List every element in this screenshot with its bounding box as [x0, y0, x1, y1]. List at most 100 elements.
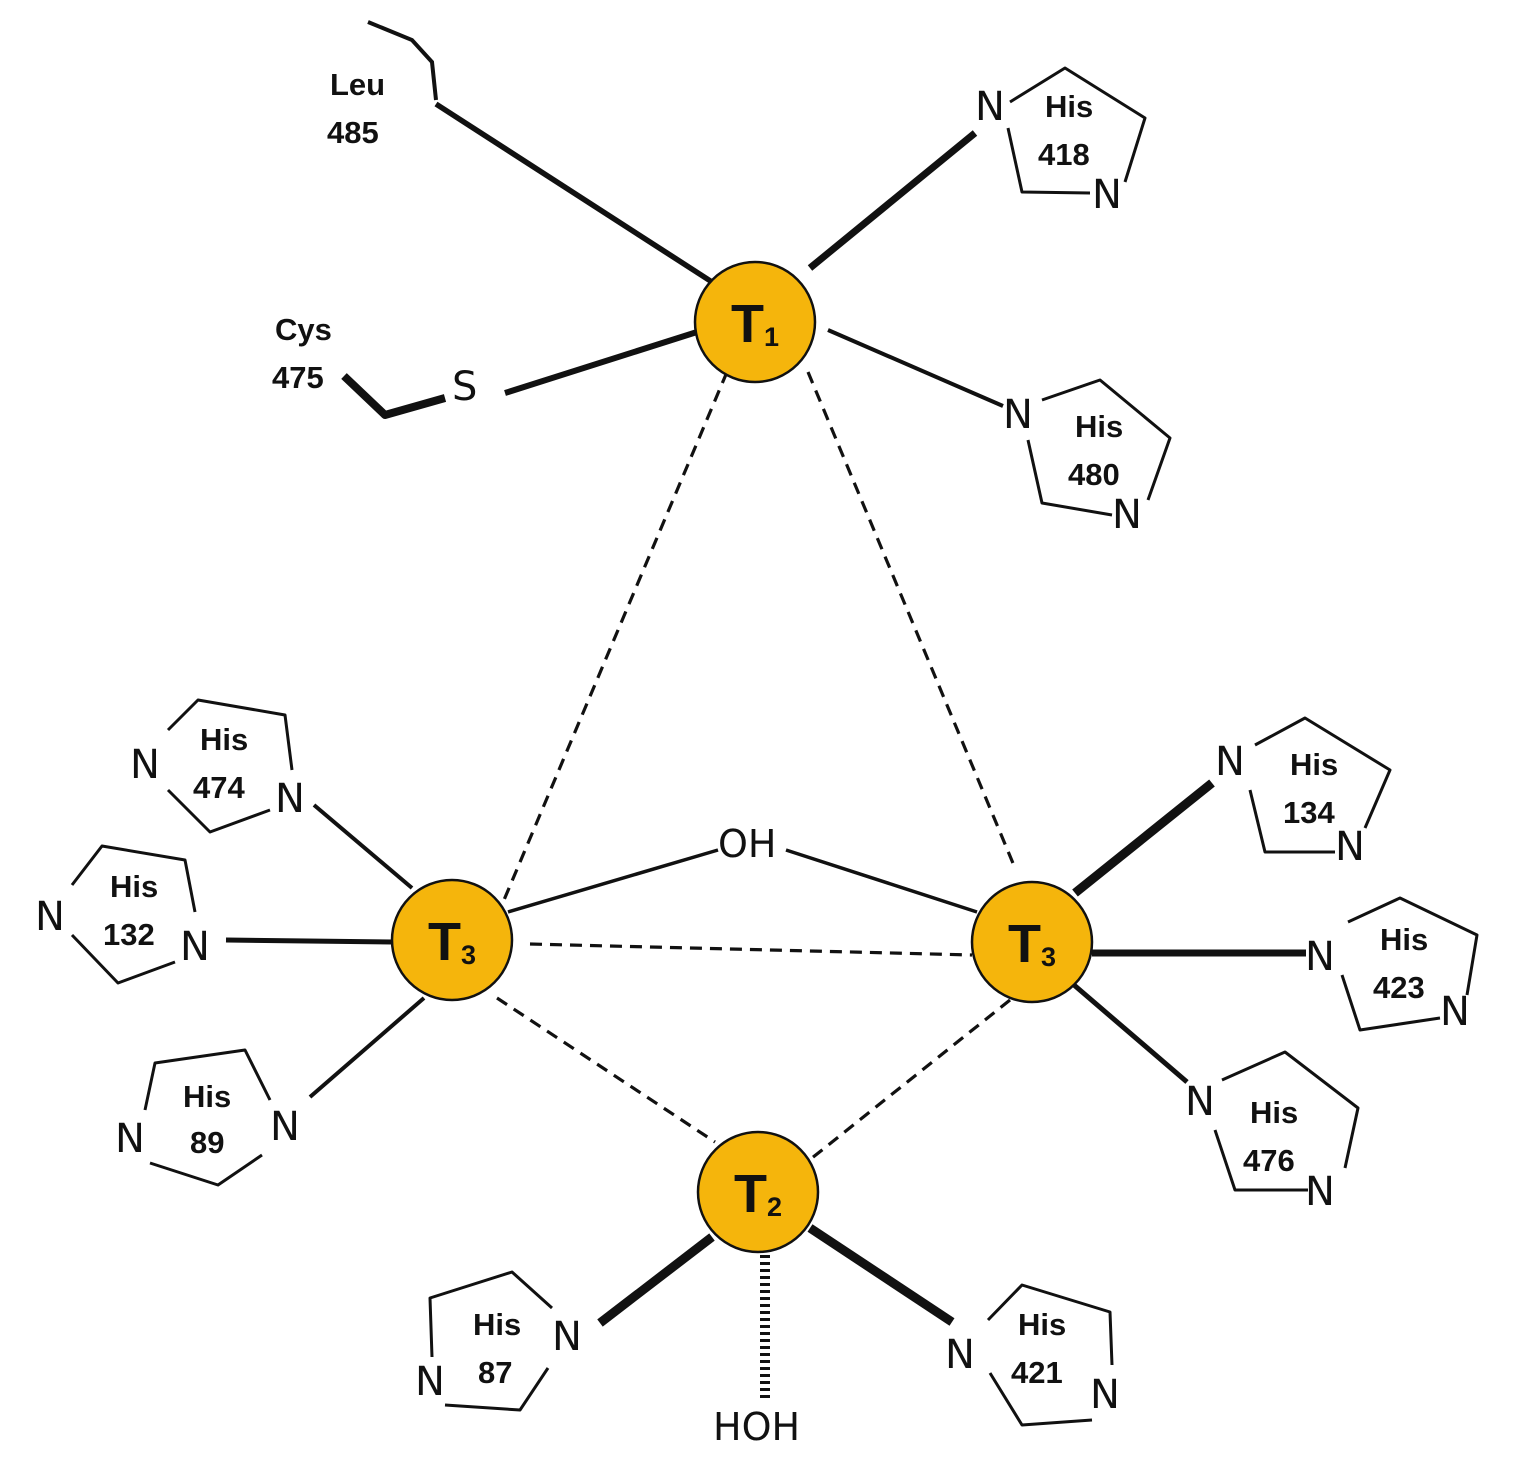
bond-t1-his480 — [827, 328, 1004, 408]
his476-ring-lower — [1213, 1129, 1308, 1192]
his480-n-ligand: N — [1003, 392, 1033, 438]
cys475-name: Cys — [275, 312, 332, 347]
ring-nitrogen-atoms: N N N N N N N N N N N N N N N N N N N N … — [35, 84, 1470, 1418]
his480-ring — [1041, 378, 1172, 501]
his480-number: 480 — [1068, 457, 1120, 492]
his474-n-distal: N — [130, 742, 160, 788]
his423-ring — [1347, 896, 1479, 996]
his132-ring-lower — [70, 933, 176, 985]
his418-ring-lower — [1006, 127, 1091, 195]
dash-t1-t3right — [806, 371, 1017, 869]
his132-n-distal: N — [35, 894, 65, 940]
his132-name: His — [110, 869, 158, 904]
his476-n-distal: N — [1305, 1169, 1335, 1215]
his89-ring-lower — [149, 1153, 263, 1187]
his476-n-ligand: N — [1185, 1079, 1215, 1125]
his134-n-ligand: N — [1215, 739, 1245, 785]
his134-n-distal: N — [1335, 824, 1365, 870]
his87-n-distal: N — [415, 1359, 445, 1405]
copper-t2-label: T2 — [734, 1164, 782, 1224]
copper-t3-left-circle — [390, 878, 514, 1002]
copper-interactions — [496, 371, 1017, 1160]
bond-t3left-his132 — [225, 937, 393, 945]
copper-t2-circle — [696, 1130, 820, 1254]
his476-ring — [1221, 1050, 1360, 1169]
his89-n-distal: N — [115, 1116, 145, 1162]
his89-name: His — [183, 1079, 231, 1114]
bond-t1-cys475 — [504, 329, 698, 396]
his423-number: 423 — [1373, 970, 1425, 1005]
his421-number: 421 — [1011, 1355, 1063, 1390]
dash-t1-t3left — [502, 371, 729, 901]
cys475-number: 475 — [272, 360, 324, 395]
copper-t1: T1 — [693, 260, 817, 384]
his476-number: 476 — [1243, 1143, 1295, 1178]
his423-name: His — [1380, 922, 1428, 957]
his474-n-ligand: N — [275, 776, 305, 822]
dash-t3left-t3right — [529, 942, 973, 957]
dash-t3left-t2 — [496, 996, 716, 1144]
his87-n-ligand: N — [552, 1314, 582, 1360]
his423-ring-lower — [1340, 974, 1441, 1032]
leu485-name: Leu — [330, 67, 385, 102]
his421-ring-lower — [988, 1372, 1093, 1427]
his474-ring — [166, 698, 294, 771]
his421-ring — [986, 1283, 1114, 1366]
bond-t1-leu485 — [434, 101, 714, 285]
his134-number: 134 — [1283, 795, 1335, 830]
his421-n-ligand: N — [945, 1332, 975, 1378]
bond-t1-his418 — [807, 130, 978, 271]
bond-t3right-his476 — [1072, 983, 1189, 1084]
his480-n-distal: N — [1112, 492, 1142, 538]
his132-ring — [70, 844, 197, 913]
his480-name: His — [1075, 409, 1123, 444]
bond-t2-his421 — [807, 1224, 955, 1326]
bond-t3left-oh — [507, 848, 719, 914]
leu485-sidechain — [367, 20, 438, 101]
his134-ring — [1254, 716, 1392, 829]
his474-name: His — [200, 722, 248, 757]
cys475-sulfur: S — [452, 364, 477, 410]
his423-n-distal: N — [1440, 989, 1470, 1035]
cys475-sidechain — [341, 373, 447, 419]
copper-t2: T2 — [696, 1130, 820, 1254]
copper-t1-label: T1 — [731, 294, 779, 354]
his87-number: 87 — [478, 1355, 512, 1390]
his134-name: His — [1290, 747, 1338, 782]
copper-t3-right-label: T3 — [1008, 914, 1056, 974]
his480-ring-lower — [1026, 439, 1113, 517]
his421-n-distal: N — [1090, 1372, 1120, 1418]
his421-name: His — [1018, 1307, 1066, 1342]
dash-t3right-t2 — [811, 998, 1011, 1160]
his418-n-distal: N — [1092, 172, 1122, 218]
leu485-number: 485 — [327, 115, 379, 150]
his474-number: 474 — [193, 770, 245, 805]
bond-t3left-his474 — [312, 803, 414, 890]
his89-number: 89 — [190, 1125, 224, 1160]
hydroxide-bridge-label: OH — [718, 822, 776, 866]
his132-number: 132 — [103, 917, 155, 952]
his418-ring — [1009, 66, 1147, 183]
his476-name: His — [1250, 1095, 1298, 1130]
residue-labels: Leu 485 Cys 475 His 418 His 480 His 474 … — [103, 67, 1428, 1390]
copper-t3-right-circle — [970, 880, 1094, 1004]
his418-name: His — [1045, 89, 1093, 124]
bond-t3right-oh — [785, 848, 978, 914]
his87-ring — [428, 1270, 554, 1358]
bond-t2-his87 — [597, 1233, 715, 1327]
copper-t3-left-label: T3 — [428, 912, 476, 972]
his423-n-ligand: N — [1305, 934, 1335, 980]
his418-number: 418 — [1038, 137, 1090, 172]
copper-t3-right: T3 — [970, 880, 1094, 1004]
his418-n-ligand: N — [975, 84, 1005, 130]
his474-ring-lower — [166, 788, 271, 834]
imidazole-rings — [70, 66, 1479, 1427]
water-ligand-label: HOH — [713, 1405, 800, 1449]
his134-ring-lower — [1248, 789, 1335, 854]
his89-n-ligand: N — [270, 1104, 300, 1150]
copper-t3-left: T3 — [390, 878, 514, 1002]
bond-t3left-his89 — [308, 996, 426, 1099]
his132-n-ligand: N — [180, 924, 210, 970]
bond-t3right-his134 — [1072, 779, 1215, 897]
